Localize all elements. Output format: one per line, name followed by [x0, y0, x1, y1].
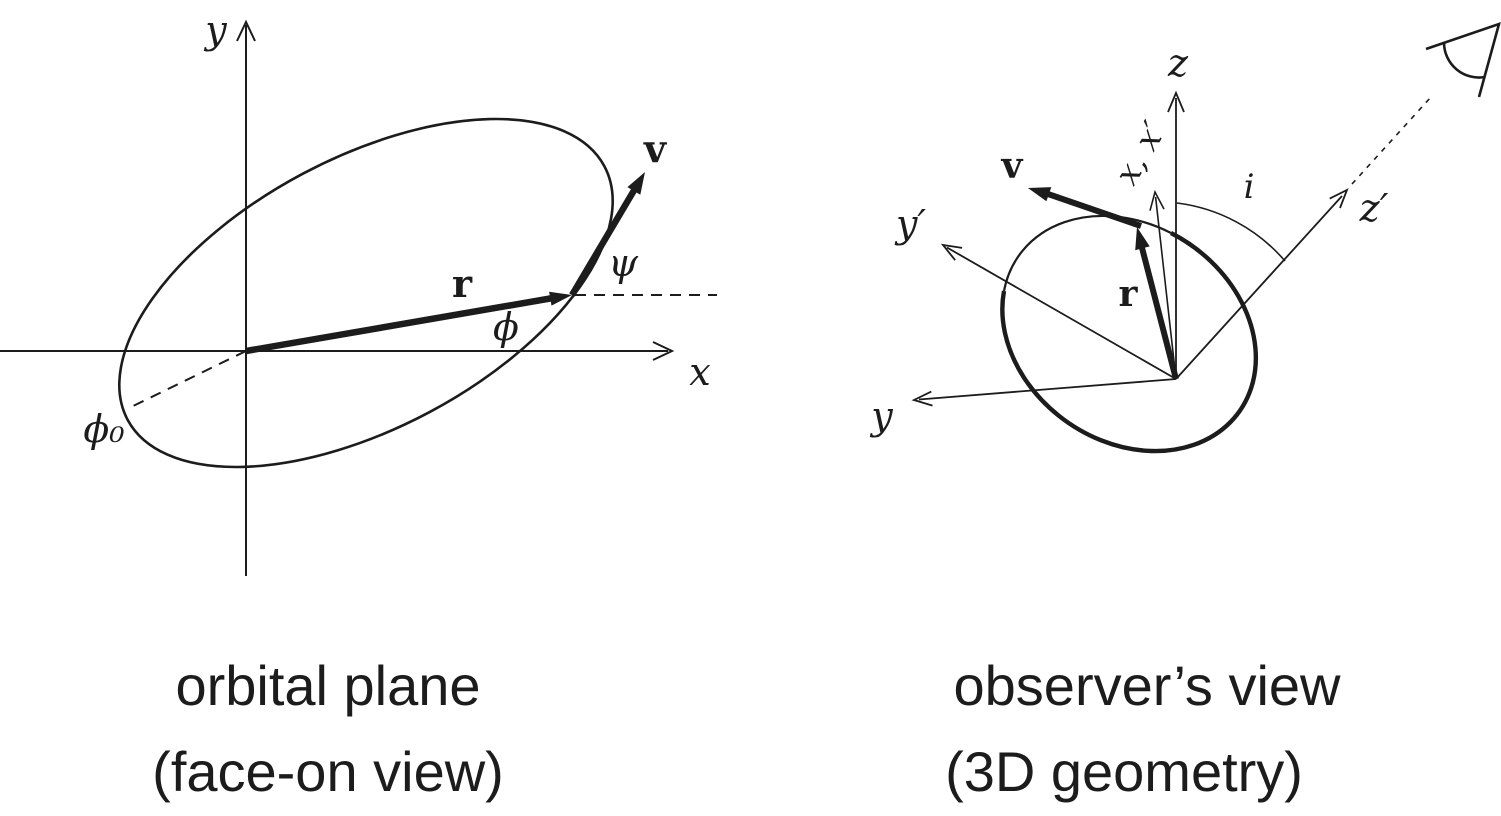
velocity-vector-arrow: [569, 172, 645, 297]
psi-angle-label: ψ: [608, 241, 638, 285]
velocity-vector-3d-label: v: [1001, 145, 1023, 187]
velocity-vector-label: v: [643, 126, 667, 171]
y-prime-axis-label: y′: [895, 202, 927, 246]
inclination-angle-label: i: [1243, 167, 1255, 207]
phi0-angle-label: ϕ₀: [83, 407, 125, 451]
y-axis-3d: [911, 378, 1177, 407]
periapsis-dashed-line: [126, 350, 247, 410]
y-prime-axis: [940, 243, 1177, 380]
right-panel-drawing: [911, 21, 1501, 454]
z-prime-axis: [1175, 188, 1349, 380]
right-caption-line2: (3D geometry): [945, 740, 1303, 803]
z-axis-label: z: [1167, 41, 1189, 85]
line-of-sight-dashed: [1351, 96, 1432, 185]
x-axis: [0, 341, 675, 361]
left-caption-line2: (face-on view): [152, 740, 504, 803]
x-axis-label: x: [689, 350, 711, 394]
inclination-angle-arc: [1176, 202, 1286, 262]
tilted-orbit-ellipse: [1000, 214, 1259, 454]
right-caption-line1: observer’s view: [953, 654, 1341, 717]
phi-angle-label: ϕ: [493, 305, 519, 349]
radius-vector-arrow-3d: [1135, 227, 1179, 380]
radius-vector-3d-label: r: [1118, 273, 1138, 315]
velocity-vector-arrow-3d: [1028, 187, 1142, 229]
y-axis-label: y: [205, 8, 227, 52]
radius-vector-arrow: [245, 291, 572, 355]
y-axis: [236, 19, 256, 576]
z-axis: [1167, 90, 1185, 379]
left-caption-line1: orbital plane: [175, 654, 481, 717]
y-axis-3d-label: y: [871, 394, 893, 438]
observer-eye-icon: [1425, 21, 1501, 98]
z-prime-axis-label: z′: [1359, 186, 1389, 230]
radius-vector-label: r: [451, 261, 473, 306]
left-panel-drawing: [0, 19, 717, 576]
orbit-ellipse: [118, 117, 614, 469]
